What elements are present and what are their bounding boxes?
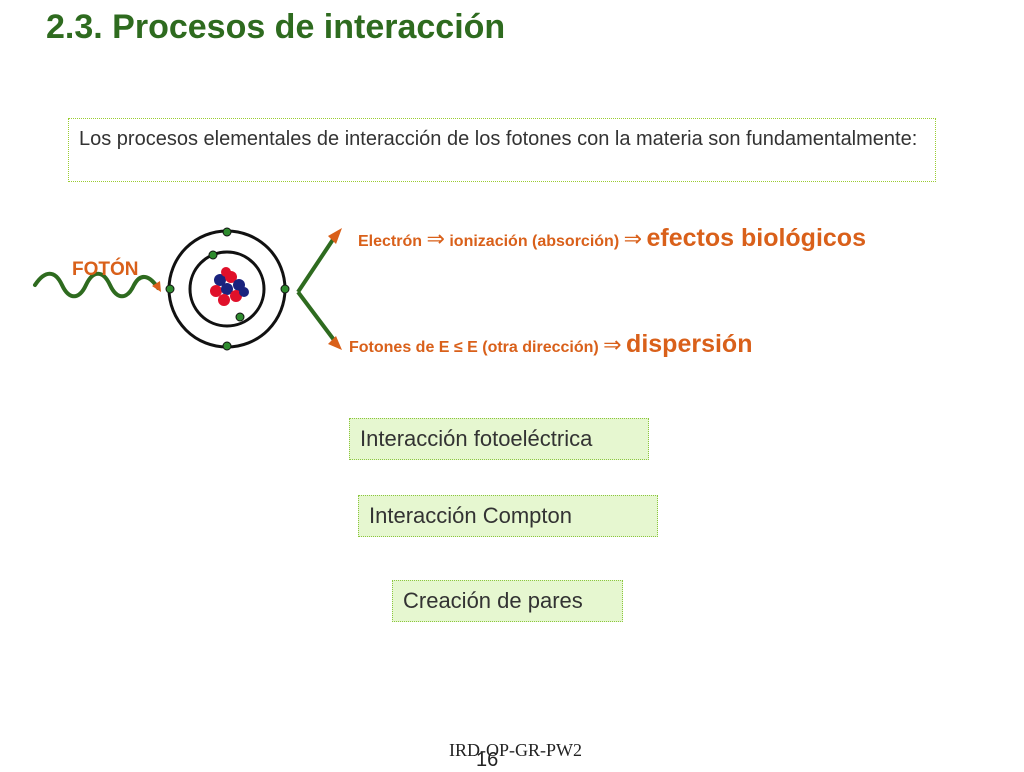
interaction-pair-creation-box: Creación de pares <box>392 580 623 622</box>
photon-arrowhead-icon <box>152 281 161 292</box>
outcome-electron: Electrón ⇒ ionización (absorción) ⇒ efec… <box>358 224 866 253</box>
outcome-1-middle: ionización (absorción) <box>449 233 620 250</box>
interaction-photoelectric-box: Interacción fotoeléctrica <box>349 418 649 460</box>
scatter-arrow-down <box>296 290 336 342</box>
outcome-2-lead: Fotones de E ≤ E (otra dirección) <box>349 339 599 356</box>
implies-arrow-icon: ⇒ <box>426 226 445 251</box>
interaction-label: Creación de pares <box>403 588 583 613</box>
photon-wave-icon <box>33 271 160 299</box>
atom-diagram <box>33 227 342 351</box>
implies-arrow-icon: ⇒ <box>623 226 643 251</box>
interaction-compton-box: Interacción Compton <box>358 495 658 537</box>
interaction-label: Interacción fotoeléctrica <box>360 426 593 451</box>
outcome-1-lead: Electrón <box>358 233 423 250</box>
arrowhead-up-icon <box>328 228 342 244</box>
page-number: 16 <box>476 749 499 771</box>
intro-text: Los procesos elementales de interacción … <box>79 128 918 150</box>
interaction-label: Interacción Compton <box>369 503 572 528</box>
outcome-photons: Fotones de E ≤ E (otra dirección) ⇒ disp… <box>349 330 752 359</box>
intro-text-box: Los procesos elementales de interacción … <box>68 118 936 182</box>
arrowhead-down-icon <box>328 336 342 350</box>
nucleus-icon <box>210 267 249 306</box>
outcome-1-result: efectos biológicos <box>646 224 866 252</box>
slide-title: 2.3. Procesos de interacción <box>46 8 506 46</box>
inner-orbit <box>188 250 266 328</box>
electrons <box>165 227 290 351</box>
implies-arrow-icon: ⇒ <box>603 332 622 357</box>
scatter-arrow-up <box>296 236 336 294</box>
photon-label: FOTÓN <box>72 259 139 280</box>
footer-code: IRD-OP-GR-PW2 <box>449 740 582 760</box>
outcome-2-result: dispersión <box>626 330 753 358</box>
